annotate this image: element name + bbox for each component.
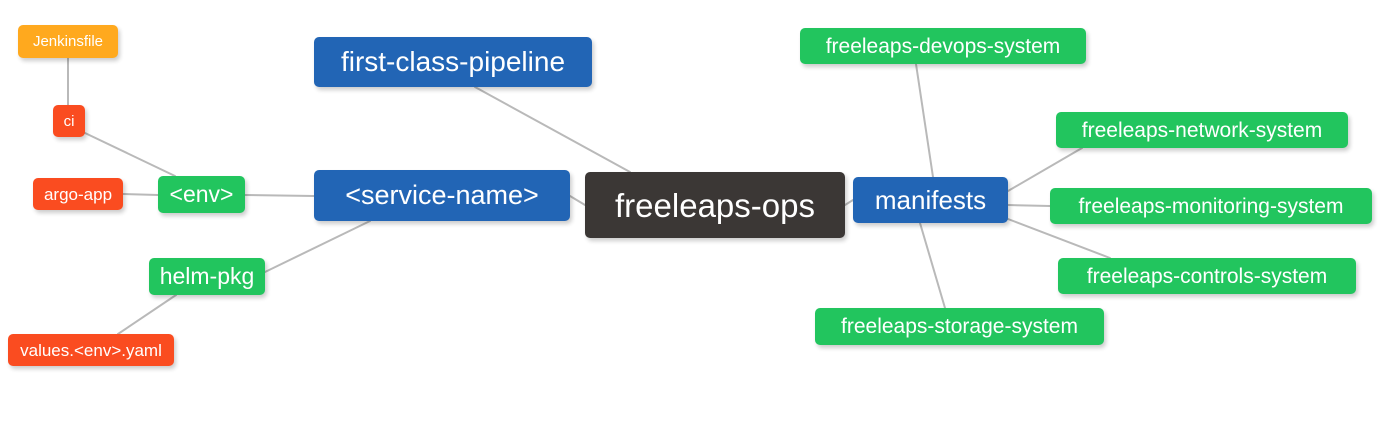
mindmap-node-label: first-class-pipeline xyxy=(340,46,566,77)
mindmap-edge xyxy=(1007,147,1083,192)
mindmap-node-label: freeleaps-network-system xyxy=(1081,118,1323,142)
mindmap-node-freeleaps-ops[interactable]: freeleaps-ops xyxy=(585,172,845,238)
mindmap-node-freeleaps-storage-system[interactable]: freeleaps-storage-system xyxy=(815,308,1104,345)
mindmap-node-freeleaps-devops-system[interactable]: freeleaps-devops-system xyxy=(800,28,1086,64)
mindmap-node-manifests[interactable]: manifests xyxy=(853,177,1008,223)
mindmap-node-label: <env> xyxy=(169,181,234,207)
mindmap-node-label: values.<env>.yaml xyxy=(20,340,162,360)
mindmap-node-service-name[interactable]: <service-name> xyxy=(314,170,570,221)
mindmap-edge xyxy=(844,199,854,206)
mindmap-node-freeleaps-controls-system[interactable]: freeleaps-controls-system xyxy=(1058,258,1356,294)
mindmap-node-helm-pkg[interactable]: helm-pkg xyxy=(149,258,265,295)
mindmap-node-label: freeleaps-storage-system xyxy=(841,315,1078,338)
mindmap-node-label: freeleaps-ops xyxy=(615,186,815,224)
mindmap-edge xyxy=(84,132,176,177)
mindmap-node-label: freeleaps-devops-system xyxy=(825,34,1061,58)
mindmap-edge xyxy=(1007,218,1111,259)
mindmap-edge xyxy=(244,194,315,197)
mindmap-node-label: ci xyxy=(63,112,75,130)
mindmap-node-label: argo-app xyxy=(43,184,113,204)
mindmap-edge xyxy=(569,195,586,206)
mindmap-node-label: helm-pkg xyxy=(159,263,255,289)
mindmap-node-freeleaps-network-system[interactable]: freeleaps-network-system xyxy=(1056,112,1348,148)
mindmap-node-label: <service-name> xyxy=(345,180,539,210)
mindmap-node-ci[interactable]: ci xyxy=(53,105,85,137)
mindmap-edge xyxy=(919,222,946,309)
mindmap-node-argo-app[interactable]: argo-app xyxy=(33,178,123,210)
mindmap-edge xyxy=(264,220,371,273)
mindmap-node-label: freeleaps-monitoring-system xyxy=(1078,194,1344,218)
mindmap-node-label: freeleaps-controls-system xyxy=(1086,264,1328,288)
mindmap-edge xyxy=(474,86,631,173)
mindmap-node-values-env-yaml[interactable]: values.<env>.yaml xyxy=(8,334,174,366)
mindmap-edge xyxy=(122,193,159,196)
mindmap-edge xyxy=(1007,204,1051,207)
mindmap-edge xyxy=(117,294,177,335)
mindmap-node-first-class-pipeline[interactable]: first-class-pipeline xyxy=(314,37,592,87)
mindmap-node-label: Jenkinsfile xyxy=(32,33,104,50)
mindmap-node-env[interactable]: <env> xyxy=(158,176,245,213)
mindmap-node-freeleaps-monitoring-system[interactable]: freeleaps-monitoring-system xyxy=(1050,188,1372,224)
mindmap-edge xyxy=(915,63,934,178)
mindmap-node-jenkinsfile[interactable]: Jenkinsfile xyxy=(18,25,118,58)
mindmap-node-label: manifests xyxy=(874,185,987,215)
